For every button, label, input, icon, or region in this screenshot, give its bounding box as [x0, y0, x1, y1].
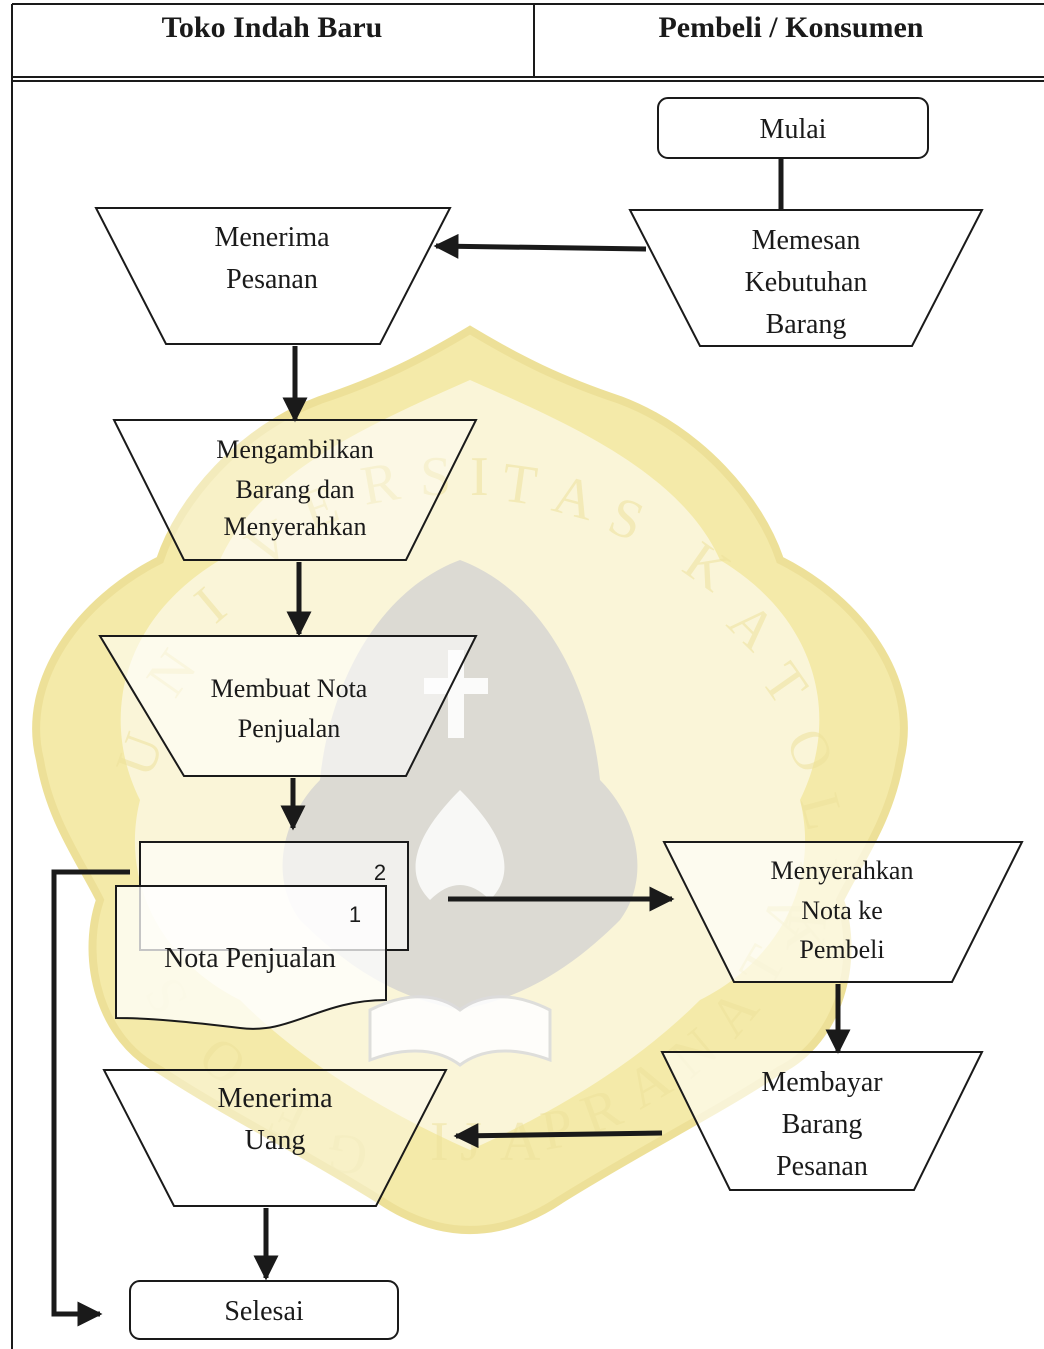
- watermark-book-icon: [368, 995, 552, 1067]
- pay-line-3: Pesanan: [776, 1151, 868, 1182]
- svg-text:J: J: [460, 1111, 482, 1173]
- invoice-copy-front-number: 1: [349, 902, 361, 927]
- make-invoice-line-1: Membuat Nota: [211, 674, 368, 703]
- pay-line-2: Barang: [782, 1109, 863, 1140]
- pay-line-1: Membayar: [761, 1067, 883, 1098]
- receive-order-line-1: Menerima: [214, 222, 330, 253]
- end-terminator: [129, 1280, 399, 1340]
- svg-text:I: I: [430, 1111, 449, 1173]
- order-line-3: Barang: [766, 309, 847, 340]
- pay-manual-operation: [660, 1051, 984, 1191]
- svg-text:A: A: [500, 1111, 541, 1173]
- pick-goods-line-3: Menyerahkan: [224, 512, 367, 541]
- hand-invoice-line-2: Nota ke: [801, 896, 883, 925]
- receive-order-line-2: Pesanan: [226, 264, 318, 295]
- pick-goods-line-2: Barang dan: [235, 475, 354, 504]
- connector-document-to-end: [51, 869, 130, 1327]
- receive-money-line-1: Menerima: [217, 1083, 333, 1114]
- invoice-document-stack: 2 1 Nota Penjualan: [115, 841, 409, 1030]
- invoice-copy-front: [115, 885, 387, 1030]
- arrow-pay-to-receive-money: [453, 1123, 663, 1149]
- receive-order-manual-operation: [94, 207, 452, 345]
- make-invoice-manual-operation: [98, 635, 478, 777]
- svg-text:I: I: [470, 446, 489, 508]
- svg-text:T: T: [498, 451, 541, 517]
- column-header-toko: Toko Indah Baru: [162, 11, 383, 44]
- cross-icon: [424, 650, 488, 738]
- pick-goods-manual-operation: [112, 419, 478, 561]
- pick-goods-line-1: Mengambilkan: [216, 435, 373, 464]
- order-line-1: Memesan: [752, 225, 861, 256]
- receive-money-line-2: Uang: [245, 1125, 306, 1156]
- svg-text:S: S: [420, 446, 451, 508]
- order-line-2: Kebutuhan: [745, 267, 868, 298]
- hand-invoice-line-3: Pembeli: [799, 935, 884, 964]
- arrow-order-to-receive: [433, 233, 647, 259]
- column-header-pembeli: Pembeli / Konsumen: [658, 11, 923, 44]
- start-label: Mulai: [760, 114, 827, 145]
- end-label: Selesai: [224, 1296, 304, 1327]
- hand-invoice-manual-operation: [662, 841, 1024, 983]
- invoice-document-label: Nota Penjualan: [164, 943, 336, 974]
- hand-invoice-line-1: Menyerahkan: [771, 856, 914, 885]
- order-manual-operation: [628, 209, 984, 347]
- start-terminator: [657, 97, 929, 159]
- receive-money-manual-operation: [102, 1069, 448, 1207]
- invoice-copy-back-number: 2: [374, 860, 386, 885]
- watermark-flame-icon: [415, 790, 505, 900]
- make-invoice-line-2: Penjualan: [238, 714, 341, 743]
- table-frame: [11, 3, 1044, 1349]
